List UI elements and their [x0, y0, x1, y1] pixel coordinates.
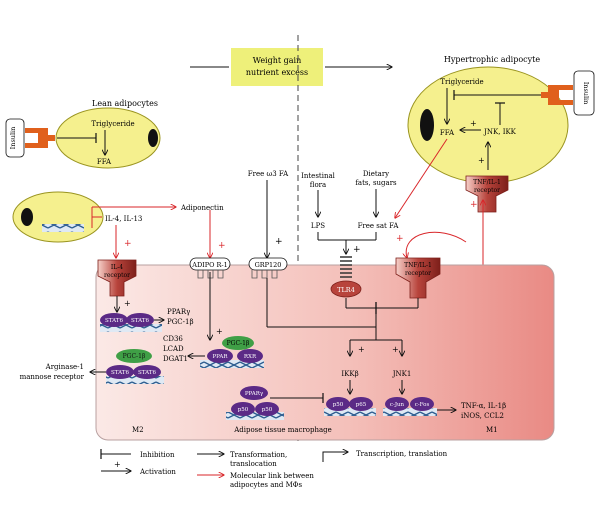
hypertrophic-insulin-receptor: Insulin	[541, 70, 595, 116]
il4-receptor-line1: IL-4	[111, 264, 123, 271]
legend-inhibition: Inhibition	[140, 451, 175, 459]
tnf-macro-line2: receptor	[405, 270, 431, 277]
il4-receptor: IL-4 receptor	[97, 259, 137, 297]
lean-adipocyte	[55, 107, 161, 169]
hypertrophic-title: Hypertrophic adipocyte	[444, 55, 540, 64]
il4-il13-label: IL-4, IL-13	[105, 215, 142, 223]
cfos-label: c-Fos	[415, 402, 430, 408]
legend-transcription: Transcription, translation	[356, 450, 448, 458]
tnf-receptor-macrophage: TNF/IL-1 receptor	[395, 257, 441, 299]
cjun-label: c-Jun	[390, 402, 405, 408]
tnf-top-line2: receptor	[474, 187, 500, 194]
m1-outputs-line1: TNF-α, IL-1β	[461, 402, 506, 410]
adiponectin-label: Adiponectin	[180, 204, 224, 212]
plus-adipo: +	[218, 241, 226, 251]
svg-text:+: +	[124, 299, 131, 308]
svg-text:+: +	[216, 327, 223, 336]
lean-ffa: FFA	[97, 158, 112, 166]
lps-label: LPS	[311, 222, 325, 230]
legend-link-line1: Molecular link between	[230, 472, 314, 480]
banner-line2: nutrient excess	[246, 68, 308, 77]
legend-activation: Activation	[139, 468, 176, 476]
svg-text:+: +	[470, 200, 478, 210]
legend-transformation-line1: Transformation,	[230, 451, 287, 459]
m1-label: M1	[486, 426, 498, 434]
macrophage-label: Adipose tissue macrophage	[233, 426, 332, 434]
intestinal-line2: flora	[310, 181, 326, 189]
rxr-label: RXR	[244, 354, 257, 360]
m2-outputs-line1: Arginase-1	[45, 363, 84, 371]
ppar-pgc-line2: PGC-1β	[167, 318, 194, 326]
legend-transformation-line2: translocation	[230, 460, 277, 468]
adipo-r1-label: ADIPO R-1	[191, 261, 227, 269]
dietary-line2: fats, sugars	[355, 179, 397, 187]
lean-title: Lean adipocytes	[92, 99, 158, 108]
il4-receptor-line2: receptor	[104, 272, 130, 279]
grp120-label: GRP120	[255, 261, 282, 269]
intestinal-line1: Intestinal	[301, 172, 336, 180]
ppar-pgc-line1: PPARγ	[167, 308, 190, 316]
svg-text:+: +	[396, 234, 404, 244]
svg-text:+: +	[478, 156, 485, 165]
pparg-p50-complex: PPARγ p50 p50	[226, 386, 284, 420]
lean-triglyceride: Triglyceride	[91, 120, 134, 128]
left-adipocyte	[12, 191, 104, 243]
lean-insulin-label: Insulin	[9, 127, 17, 150]
hyper-triglyceride: Triglyceride	[440, 78, 483, 86]
p50-a: p50	[238, 407, 249, 413]
adipocyte-to-tnf-receptor-arrow	[406, 231, 467, 258]
hyper-ffa: FFA	[440, 129, 455, 137]
m2-outputs-line2: mannose receptor	[20, 373, 85, 381]
lcad-label: LCAD	[163, 345, 184, 353]
svg-text:+: +	[114, 460, 121, 469]
p50-nfkb: p50	[333, 402, 344, 408]
m2-label: M2	[132, 426, 144, 434]
pparg-label: PPARγ	[245, 391, 264, 397]
legend-link-line2: adipocytes and MΦs	[230, 481, 303, 489]
ppar-label: PPAR	[212, 354, 228, 360]
tnf-receptor-adipocyte: TNF/IL-1 receptor	[465, 175, 509, 213]
dgat1-label: DGAT1	[163, 355, 188, 363]
plus-il4: +	[124, 239, 132, 249]
tlr4-receptor: TLR4	[330, 256, 362, 298]
stat6-a: STAT6	[105, 318, 123, 324]
legend: Inhibition + Activation Transformation, …	[100, 449, 448, 489]
banner-line1: Weight gain	[253, 56, 302, 65]
m1-outputs-line2: iNOS, CCL2	[461, 412, 504, 420]
stat6-dimer-lower: PGC-1β STAT6 STAT6	[106, 349, 164, 384]
stat6-b: STAT6	[131, 318, 149, 324]
svg-text:+: +	[358, 345, 365, 354]
p65-nfkb: p65	[356, 402, 367, 408]
tnf-top-line1: TNF/IL-1	[473, 179, 501, 186]
free-sat-fa-label: Free sat FA	[358, 222, 400, 230]
plus-grp: +	[275, 237, 283, 247]
tlr4-label: TLR4	[337, 286, 355, 294]
pgc1b-lower: PGC-1β	[123, 353, 146, 360]
ppar-rxr-complex: PGC-1β PPAR RXR	[200, 336, 264, 368]
plus-tlr: +	[353, 245, 361, 255]
ap1-complex: c-Jun c-Fos	[383, 397, 437, 416]
p50-b: p50	[262, 407, 273, 413]
tnf-macro-line1: TNF/IL-1	[404, 262, 432, 269]
stat6-d: STAT6	[138, 370, 156, 376]
cd36-label: CD36	[163, 335, 183, 343]
ikkb-label: IKKβ	[341, 370, 358, 378]
nfkb-complex: p50 p65	[324, 397, 376, 416]
pgc1b-complex: PGC-1β	[227, 340, 250, 347]
ffa-to-free-sat-fa-arrow	[395, 138, 448, 218]
svg-text:+: +	[470, 119, 477, 128]
lean-insulin-receptor: Insulin	[5, 118, 55, 158]
weight-gain-banner: Weight gain nutrient excess	[231, 48, 323, 86]
hyper-jnk-ikk: JNK, IKK	[483, 128, 517, 136]
stat6-c: STAT6	[111, 370, 129, 376]
grp120-receptor: GRP120	[248, 257, 288, 279]
hyper-insulin-label: Insulin	[582, 82, 590, 105]
svg-text:+: +	[392, 345, 399, 354]
free-omega3-fa: Free ω3 FA	[248, 170, 289, 178]
jnk1-label: JNK1	[392, 370, 412, 378]
dietary-line1: Dietary	[363, 170, 389, 178]
stat6-dimer-upper: STAT6 STAT6	[100, 313, 162, 332]
